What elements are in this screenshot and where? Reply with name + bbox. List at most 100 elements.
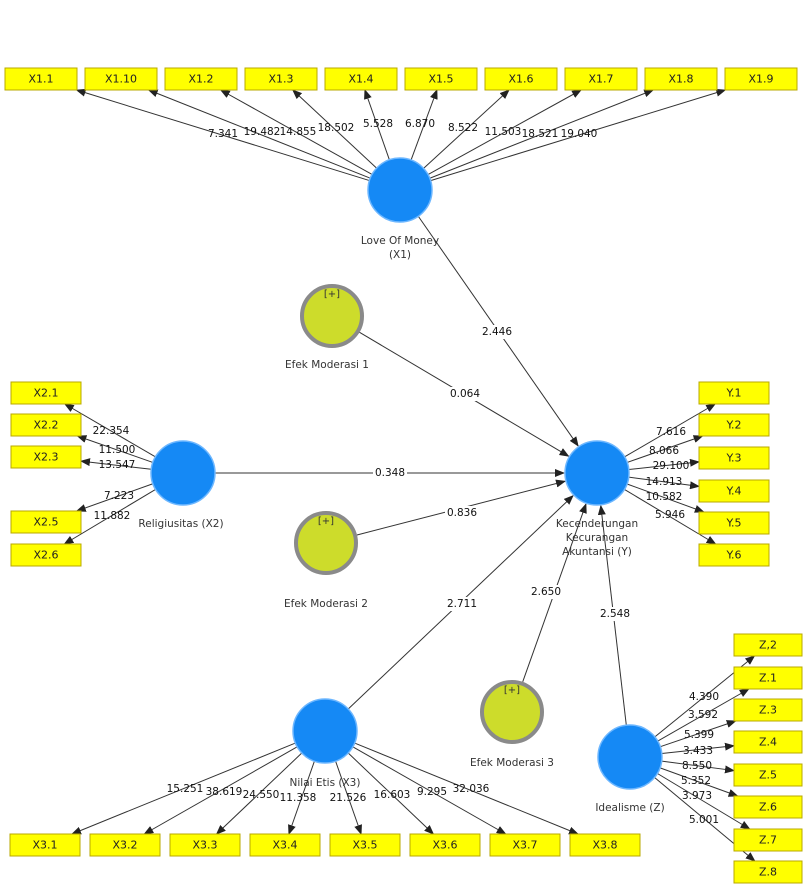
loading-value: 8.066 — [649, 445, 679, 457]
loading-value: 19.040 — [561, 128, 598, 140]
svg-text:5.001: 5.001 — [689, 814, 719, 826]
indicator-label: X1.2 — [188, 73, 213, 86]
svg-text:11.500: 11.500 — [99, 444, 136, 456]
indicator-label: X1.1 — [28, 73, 53, 86]
loading-value: 11.882 — [94, 510, 131, 522]
loading-value: 38.619 — [206, 786, 243, 798]
indicator-box[interactable]: X1.2 — [164, 67, 238, 91]
loading-edge — [624, 489, 717, 545]
indicator-box[interactable]: X3.6 — [409, 833, 481, 857]
indicator-box[interactable]: X2.3 — [10, 445, 82, 469]
loading-edge — [71, 742, 296, 835]
loading-edge — [347, 752, 435, 835]
indicator-box[interactable]: Y.3 — [698, 446, 770, 470]
indicator-box[interactable]: X1.6 — [484, 67, 558, 91]
indicator-box[interactable]: Z,2 — [733, 633, 803, 657]
construct-kecenderungan-label: Kecurangan — [566, 532, 628, 544]
construct-religiusitas[interactable] — [150, 440, 216, 506]
indicator-box[interactable]: X3.3 — [169, 833, 241, 857]
indicator-label: X2.5 — [33, 516, 58, 529]
loading-value: 9.295 — [417, 786, 447, 798]
indicator-label: Z.3 — [759, 704, 777, 717]
indicator-box[interactable]: X3.8 — [569, 833, 641, 857]
indicator-box[interactable]: X3.2 — [89, 833, 161, 857]
loading-edge — [288, 761, 315, 835]
indicator-label: X3.6 — [432, 839, 457, 852]
indicator-box[interactable]: X3.5 — [329, 833, 401, 857]
path-coefficient: 2.446 — [482, 326, 512, 338]
path-coefficient: 0.836 — [447, 507, 477, 519]
indicator-box[interactable]: X2.6 — [10, 543, 82, 567]
loading-edge — [626, 483, 705, 513]
svg-text:15.251: 15.251 — [167, 783, 204, 795]
loading-edge — [628, 476, 700, 490]
expand-plus-icon[interactable]: [+] — [324, 289, 340, 300]
loading-value: 5.399 — [684, 729, 714, 741]
indicator-box[interactable]: Z.8 — [733, 860, 803, 884]
indicator-box[interactable]: Z.3 — [733, 698, 803, 722]
loading-value: 14.913 — [646, 476, 683, 488]
indicator-box[interactable]: X1.8 — [644, 67, 718, 91]
indicator-box[interactable]: Y.5 — [698, 511, 770, 535]
loading-edge — [80, 458, 152, 470]
indicator-box[interactable]: Z.7 — [733, 828, 803, 852]
indicator-box[interactable]: X2.2 — [10, 413, 82, 437]
svg-text:19.482: 19.482 — [244, 126, 281, 138]
loading-edge — [352, 746, 507, 835]
moderator-3[interactable] — [480, 680, 544, 744]
indicator-box[interactable]: X3.1 — [9, 833, 81, 857]
loading-value: 14.855 — [280, 126, 317, 138]
indicator-box[interactable]: X1.10 — [84, 67, 158, 91]
construct-idealisme[interactable] — [597, 724, 663, 790]
loading-edge — [430, 88, 727, 182]
indicator-box[interactable]: Y.6 — [698, 543, 770, 567]
indicator-label: X1.6 — [508, 73, 533, 86]
indicator-box[interactable]: X1.5 — [404, 67, 478, 91]
indicator-box[interactable]: Z.4 — [733, 730, 803, 754]
indicator-label: X3.7 — [512, 839, 537, 852]
svg-text:2.650: 2.650 — [531, 586, 561, 598]
indicator-box[interactable]: X1.1 — [4, 67, 78, 91]
construct-kecenderungan[interactable] — [564, 440, 630, 506]
indicator-box[interactable]: X2.5 — [10, 510, 82, 534]
svg-text:7.616: 7.616 — [656, 426, 686, 438]
indicator-box[interactable]: X2.1 — [10, 381, 82, 405]
indicator-box[interactable]: X1.7 — [564, 67, 638, 91]
construct-idealisme-label: Idealisme (Z) — [595, 802, 664, 814]
indicator-box[interactable]: X1.3 — [244, 67, 318, 91]
loading-value: 18.502 — [318, 122, 355, 134]
svg-text:11.882: 11.882 — [94, 510, 131, 522]
moderator-1[interactable] — [300, 284, 364, 348]
path-coefficient: 0.064 — [450, 388, 480, 400]
svg-text:8.550: 8.550 — [682, 760, 712, 772]
indicator-box[interactable]: Z.6 — [733, 795, 803, 819]
path-coefficient: 2.711 — [447, 598, 477, 610]
indicator-box[interactable]: Y.1 — [698, 381, 770, 405]
indicator-box[interactable]: X1.4 — [324, 67, 398, 91]
indicator-label: X1.7 — [588, 73, 613, 86]
indicator-label: X3.5 — [352, 839, 377, 852]
loading-value: 4.390 — [689, 691, 719, 703]
indicator-box[interactable]: X1.9 — [724, 67, 798, 91]
svg-text:14.913: 14.913 — [646, 476, 683, 488]
indicator-label: X3.4 — [272, 839, 297, 852]
expand-plus-icon[interactable]: [+] — [504, 685, 520, 696]
loading-value: 3.592 — [688, 709, 718, 721]
construct-love-of-money[interactable] — [367, 157, 433, 223]
svg-text:2.548: 2.548 — [600, 608, 630, 620]
path-coef-bg — [598, 607, 632, 621]
indicator-box[interactable]: X3.7 — [489, 833, 561, 857]
path-coef-bg — [373, 466, 407, 480]
expand-plus-icon[interactable]: [+] — [318, 516, 334, 527]
svg-text:3.973: 3.973 — [682, 790, 712, 802]
loading-value: 10.582 — [646, 491, 683, 503]
moderator-2[interactable] — [294, 511, 358, 575]
indicator-box[interactable]: Y.2 — [698, 413, 770, 437]
indicator-box[interactable]: Z.5 — [733, 763, 803, 787]
construct-nilai-etis[interactable] — [292, 698, 358, 764]
loading-value: 5.528 — [363, 118, 393, 130]
indicator-box[interactable]: X3.4 — [249, 833, 321, 857]
loading-edge — [661, 760, 735, 774]
indicator-box[interactable]: Y.4 — [698, 479, 770, 503]
indicator-box[interactable]: Z.1 — [733, 666, 803, 690]
